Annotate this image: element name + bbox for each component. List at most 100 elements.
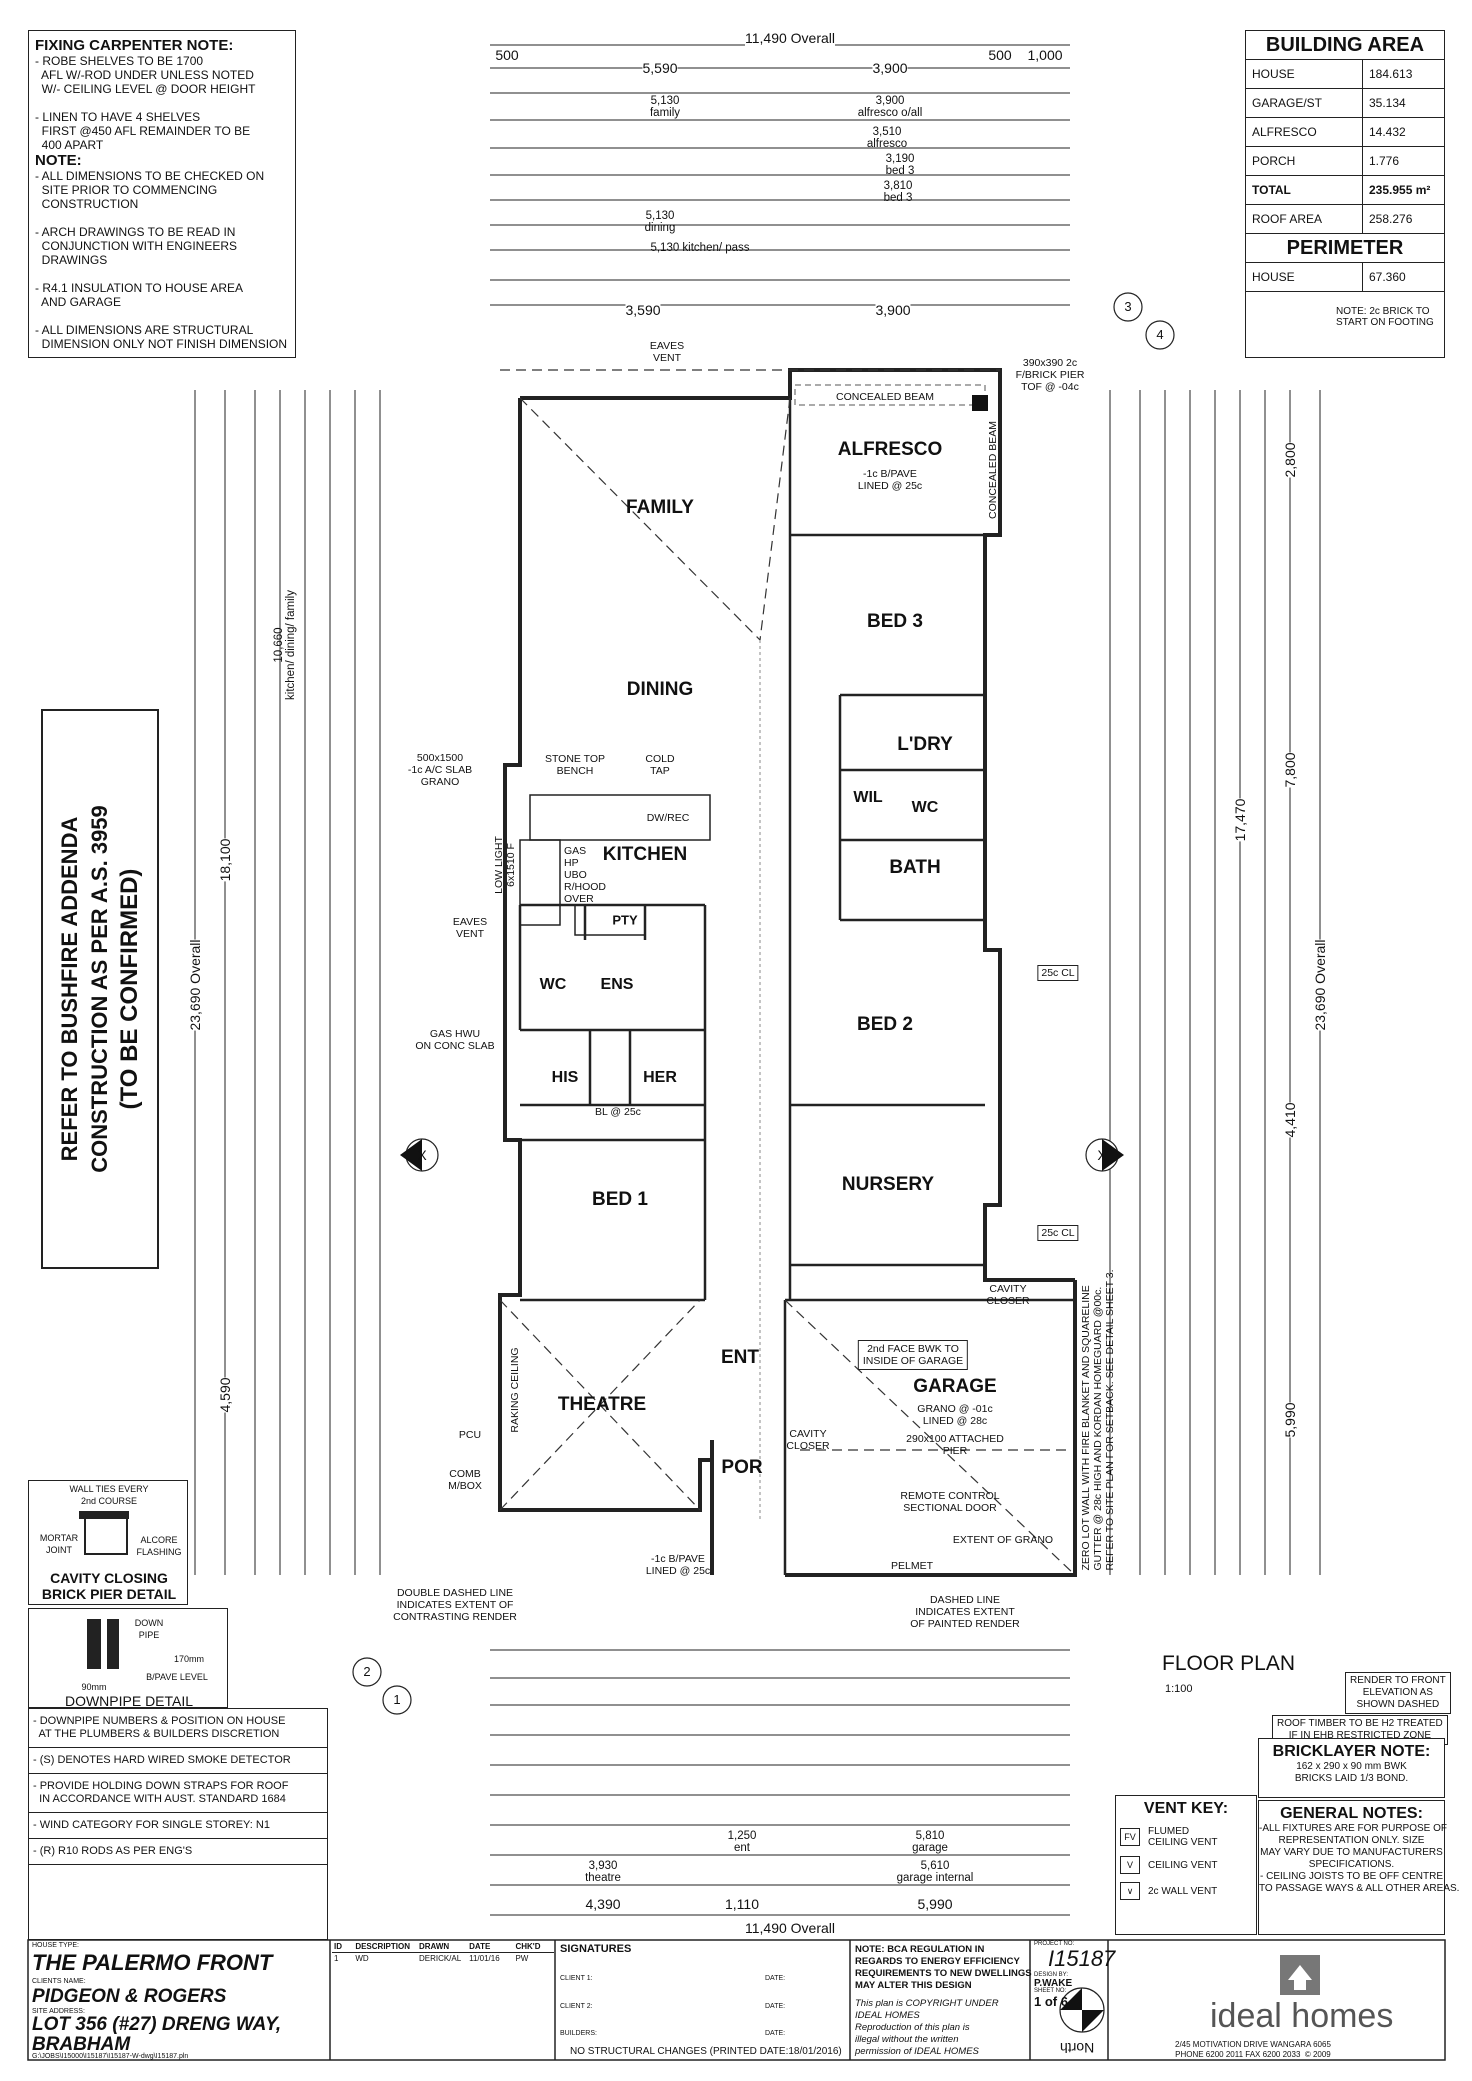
client2-line: CLIENT 2: xyxy=(560,2003,593,2010)
elevation-marker-1: 1 xyxy=(393,1692,401,1707)
dim-top-bed3a: 3,190 bed 3 xyxy=(885,153,915,177)
carpenter-note-line: FIRST @450 AFL REMAINDER TO BE xyxy=(35,124,251,138)
dw-rec: DW/REC xyxy=(646,812,690,824)
builders-line: BUILDERS: xyxy=(560,2030,597,2037)
note-line: - ALL DIMENSIONS ARE STRUCTURAL xyxy=(35,323,254,337)
elevation-marker-2: 2 xyxy=(363,1664,371,1679)
carpenter-note-line: W/- CEILING LEVEL @ DOOR HEIGHT xyxy=(35,82,256,96)
brand-name: ideal homes xyxy=(1210,1997,1394,2035)
room-nursery: NURSERY xyxy=(841,1174,935,1195)
low-light: LOW LIGHT 6x1510 F xyxy=(493,836,517,894)
cl-25-1: 25c CL xyxy=(1037,965,1079,981)
dim-right-overall: 23,690 Overall xyxy=(1312,939,1328,1031)
client-name: PIDGEON & ROGERS xyxy=(32,1986,227,2007)
bricklayer-title: BRICKLAYER NOTE: xyxy=(1272,1743,1431,1760)
room-por: POR xyxy=(721,1457,763,1478)
floor-plan-title: FLOOR PLAN xyxy=(1162,1652,1296,1675)
room-bed3: BED 3 xyxy=(867,611,923,632)
carpenter-note-line xyxy=(35,96,289,110)
room-bed2: BED 2 xyxy=(857,1014,913,1035)
room-garage: GARAGE xyxy=(913,1376,997,1397)
concealed-beam-side: CONCEALED BEAM xyxy=(987,420,999,520)
house-type-label: HOUSE TYPE: xyxy=(32,1942,79,1949)
room-pty: PTY xyxy=(612,912,638,928)
room-wil: WIL xyxy=(853,789,883,806)
room-her: HER xyxy=(643,1069,677,1086)
vent-symbol-icon: V xyxy=(1120,1856,1140,1874)
dim-top-2: 5,590 xyxy=(642,60,678,76)
dim-bottom-garage-total: 5,990 xyxy=(917,1896,953,1912)
elevation-marker-3: 3 xyxy=(1124,299,1132,314)
downpipe-symbol xyxy=(87,1619,101,1669)
file-path: G:\JOBS\I15000\I15187\I15187-W-dwg\I1518… xyxy=(32,2053,189,2060)
brick-pier-label: 390x390 2c F/BRICK PIER TOF @ -04c xyxy=(1015,357,1085,393)
north-label: North xyxy=(1060,2040,1095,2056)
carpenter-note-line: - LINEN TO HAVE 4 SHELVES xyxy=(35,110,201,124)
dim-top-alf2: 3,510 alfresco xyxy=(866,126,908,150)
site-address-2: BRABHAM xyxy=(32,2034,131,2055)
copyright-note: This plan is COPYRIGHT UNDER IDEAL HOMES… xyxy=(855,1998,999,2057)
dim-top-alfresco: 3,900 alfresco o/all xyxy=(857,95,923,119)
second-face: 2nd FACE BWK TO INSIDE OF GARAGE xyxy=(857,1340,969,1370)
carpenter-note-line: - ROBE SHELVES TO BE 1700 xyxy=(35,54,204,68)
room-wc-1: WC xyxy=(911,799,939,816)
section-x-left: X xyxy=(417,1147,427,1163)
no-structural-changes: NO STRUCTURAL CHANGES (PRINTED DATE:18/0… xyxy=(570,2046,842,2057)
dim-right-nursery: 4,410 xyxy=(1282,1102,1298,1138)
downpipe-title: DOWNPIPE DETAIL xyxy=(64,1693,194,1709)
bricklayer-text: 162 x 290 x 90 mm BWK BRICKS LAID 1/3 BO… xyxy=(1294,1761,1409,1784)
down-pipe-label: DOWN PIPE xyxy=(134,1618,164,1640)
carpenter-note-line: 400 APART xyxy=(35,138,104,152)
dim-top-bed3b: 3,810 bed 3 xyxy=(883,180,913,204)
dashed-line-note: DASHED LINE INDICATES EXTENT OF PAINTED … xyxy=(910,1594,1020,1630)
dim-bottom-overall: 11,490 Overall xyxy=(744,1920,836,1936)
note-line xyxy=(35,267,289,281)
note-line: - ALL DIMENSIONS TO BE CHECKED ON xyxy=(35,169,265,183)
brick-note: NOTE: 2c BRICK TO START ON FOOTING xyxy=(1246,291,1444,371)
mm-label: 170mm xyxy=(173,1654,205,1664)
carpenter-note-line: AFL W/-ROD UNDER UNLESS NOTED xyxy=(35,68,254,82)
building-area-title: BUILDING AREA xyxy=(1265,34,1425,56)
dim-right-total: 17,470 xyxy=(1232,798,1248,842)
note-line: DRAWINGS xyxy=(35,253,108,267)
carpenter-note-box: FIXING CARPENTER NOTE: - ROBE SHELVES TO… xyxy=(28,30,296,358)
ac-slab-label: 500x1500 -1c A/C SLAB GRANO xyxy=(407,752,473,788)
room-kitchen: KITCHEN xyxy=(602,844,688,865)
note-line: - ARCH DRAWINGS TO BE READ IN xyxy=(35,225,236,239)
dim-right-mid: 7,800 xyxy=(1282,752,1298,788)
bl-label: BL @ 25c xyxy=(595,1106,641,1118)
design-label: DESIGN BY: xyxy=(1034,1972,1069,1978)
sheet-number: 1 of 6 xyxy=(1034,1994,1068,2009)
dim-left-kitchen: 10,660 kitchen/ dining/ family xyxy=(273,590,297,700)
general-notes-box: GENERAL NOTES: -ALL FIXTURES ARE FOR PUR… xyxy=(1258,1800,1459,1935)
note-line: - R4.1 INSULATION TO HOUSE AREA xyxy=(35,281,244,295)
date-2: DATE: xyxy=(765,2003,786,2010)
pcu: PCU xyxy=(458,1429,482,1441)
site-address-1: LOT 356 (#27) DRENG WAY, xyxy=(32,2014,282,2035)
bpave-level-label: B/PAVE LEVEL xyxy=(146,1672,208,1682)
note-line: AND GARAGE xyxy=(35,295,122,309)
room-wc-2: WC xyxy=(539,976,567,993)
dim-top-overall: 11,490 Overall xyxy=(744,30,836,46)
note-line: DIMENSION ONLY NOT FINISH DIMENSION xyxy=(35,337,288,351)
extent-grano: EXTENT OF GRANO xyxy=(952,1534,1054,1546)
general-notes-title: GENERAL NOTES: xyxy=(1280,1805,1423,1822)
bca-note: NOTE: BCA REGULATION IN REGARDS TO ENERG… xyxy=(855,1944,1032,1991)
stone-top-label: STONE TOP BENCH xyxy=(544,753,606,777)
company-address: 2/45 MOTIVATION DRIVE WANGARA 6065 PHONE… xyxy=(1175,2040,1331,2059)
mortar-label: MORTAR JOINT xyxy=(39,1533,79,1555)
pelmet: PELMET xyxy=(890,1560,934,1572)
vent-symbol-icon: ∨ xyxy=(1120,1882,1140,1900)
room-ldry: L'DRY xyxy=(897,734,953,755)
note-line: CONSTRUCTION xyxy=(35,197,139,211)
dim-right-alfresco: 2,800 xyxy=(1282,442,1298,478)
cavity-closer-2: CAVITY CLOSER xyxy=(786,1428,830,1452)
note-line: CONJUNCTION WITH ENGINEERS xyxy=(35,239,238,253)
kitchen-appliances: GAS HP UBO R/HOOD OVER xyxy=(564,845,606,905)
note-line: SITE PRIOR TO COMMENCING xyxy=(35,183,218,197)
